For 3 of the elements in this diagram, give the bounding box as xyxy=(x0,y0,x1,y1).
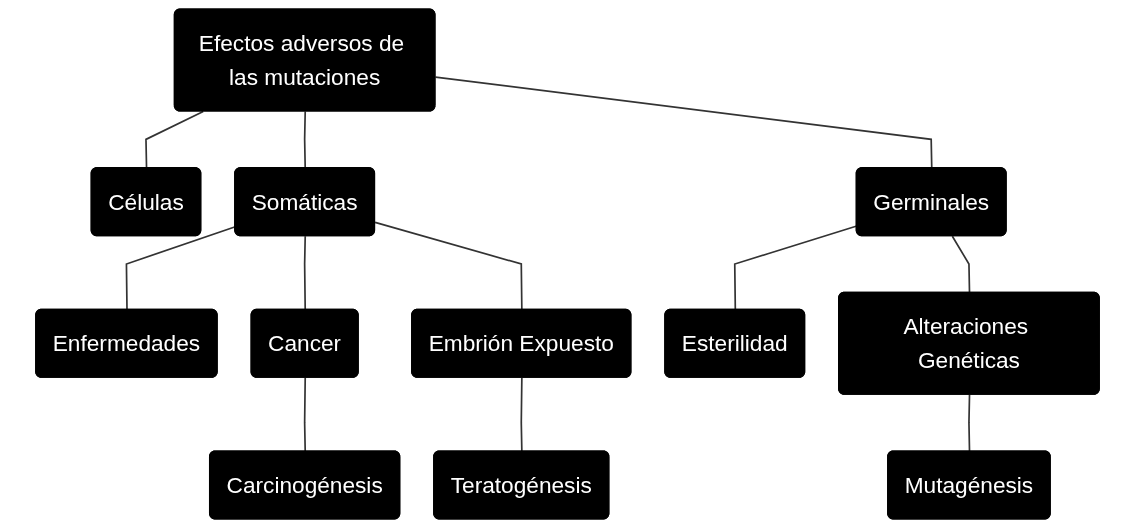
connector xyxy=(303,235,307,311)
connector xyxy=(374,221,523,311)
connector xyxy=(951,235,971,294)
